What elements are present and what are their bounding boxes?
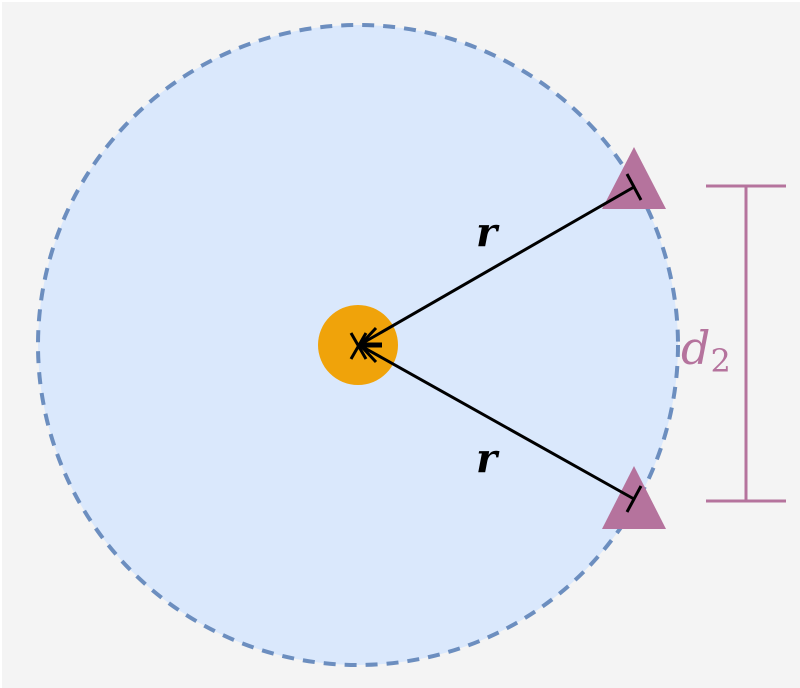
- receiver-top-triangle: [602, 147, 666, 209]
- center-x-marker: [349, 332, 368, 360]
- label-r-upper: r: [476, 209, 500, 256]
- distance-dimension: [706, 184, 786, 503]
- label-r-lower: r: [476, 435, 500, 482]
- label-d2: d2: [681, 321, 731, 380]
- arrow-lower: [357, 344, 643, 513]
